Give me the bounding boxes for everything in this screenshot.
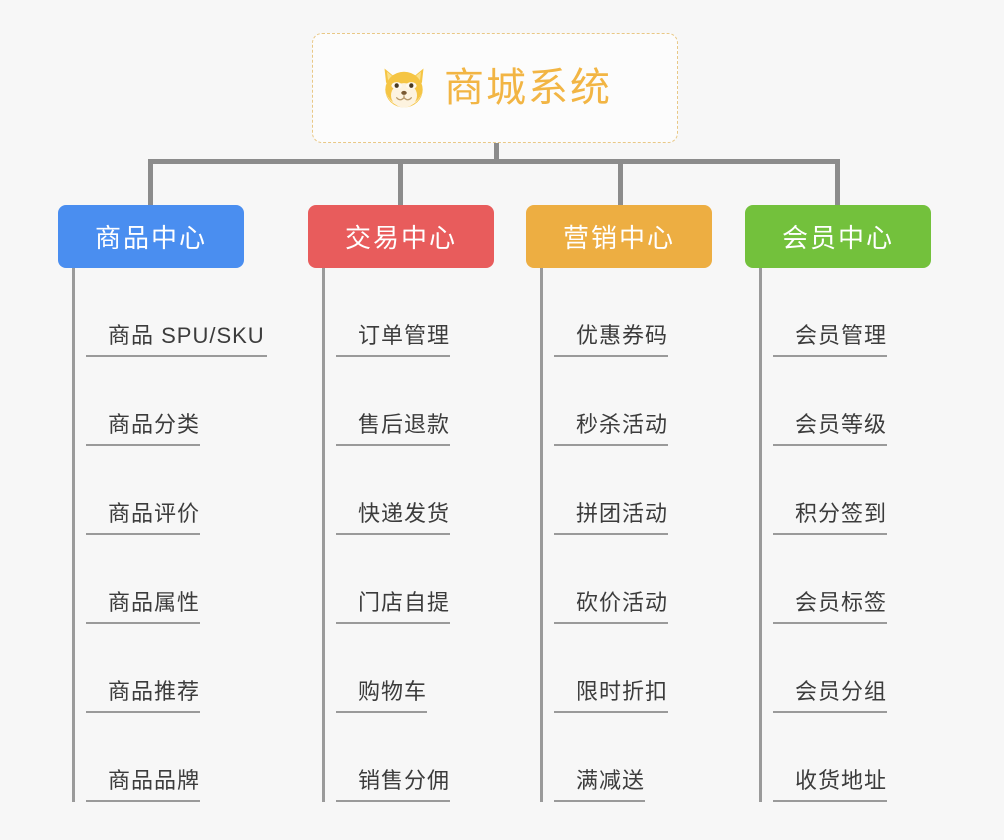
leaf-item[interactable]: 拼团活动	[540, 446, 712, 535]
leaf-item[interactable]: 限时折扣	[540, 624, 712, 713]
branch-header-trade-center[interactable]: 交易中心	[308, 205, 494, 268]
leaf-label: 拼团活动	[554, 501, 669, 535]
leaf-item[interactable]: 快递发货	[322, 446, 494, 535]
branch-header-member-center[interactable]: 会员中心	[745, 205, 931, 268]
connector-trunk	[494, 143, 499, 163]
leaf-label: 购物车	[336, 679, 428, 713]
leaf-item[interactable]: 商品属性	[72, 535, 244, 624]
leaf-label: 收货地址	[773, 768, 888, 802]
leaf-label: 砍价活动	[554, 590, 669, 624]
branch-header-label: 会员中心	[781, 223, 894, 253]
branch-product-center: 商品中心 商品 SPU/SKU 商品分类 商品评价 商品属性 商品推荐 商品品牌	[58, 205, 267, 802]
leaf-item[interactable]: 会员分组	[759, 624, 931, 713]
leaf-item[interactable]: 商品推荐	[72, 624, 244, 713]
leaf-item[interactable]: 砍价活动	[540, 535, 712, 624]
connector-spine-3	[540, 268, 543, 802]
leaf-label: 秒杀活动	[554, 412, 669, 446]
leaf-item[interactable]: 购物车	[322, 624, 494, 713]
leaf-item[interactable]: 积分签到	[759, 446, 931, 535]
root-node[interactable]: 商城系统	[312, 33, 678, 143]
branch-header-product-center[interactable]: 商品中心	[58, 205, 244, 268]
leaf-label: 门店自提	[336, 590, 451, 624]
connector-drop-1	[148, 159, 153, 208]
leaf-list-marketing-center: 优惠券码 秒杀活动 拼团活动 砍价活动 限时折扣 满减送	[540, 268, 712, 802]
leaf-item[interactable]: 会员等级	[759, 357, 931, 446]
leaf-label: 商品推荐	[86, 679, 201, 713]
leaf-list-member-center: 会员管理 会员等级 积分签到 会员标签 会员分组 收货地址	[759, 268, 931, 802]
connector-spine-2	[322, 268, 325, 802]
leaf-item[interactable]: 秒杀活动	[540, 357, 712, 446]
leaf-label: 会员标签	[773, 590, 888, 624]
branch-header-label: 商品中心	[94, 223, 207, 253]
connector-spine-1	[72, 268, 75, 802]
leaf-label: 商品属性	[86, 590, 201, 624]
leaf-label: 优惠券码	[554, 323, 669, 357]
branch-header-label: 营销中心	[562, 223, 675, 253]
leaf-label: 商品分类	[86, 412, 201, 446]
leaf-item[interactable]: 优惠券码	[540, 268, 712, 357]
leaf-label: 快递发货	[336, 501, 451, 535]
connector-drop-4	[835, 159, 840, 208]
leaf-label: 会员分组	[773, 679, 888, 713]
leaf-label: 积分签到	[773, 501, 888, 535]
leaf-label: 商品评价	[86, 501, 201, 535]
leaf-label: 会员管理	[773, 323, 888, 357]
connector-spine-4	[759, 268, 762, 802]
leaf-list-trade-center: 订单管理 售后退款 快递发货 门店自提 购物车 销售分佣	[322, 268, 494, 802]
leaf-label: 限时折扣	[554, 679, 669, 713]
leaf-item[interactable]: 满减送	[540, 713, 712, 802]
branch-trade-center: 交易中心 订单管理 售后退款 快递发货 门店自提 购物车 销售分佣	[308, 205, 494, 802]
connector-drop-2	[398, 159, 403, 208]
leaf-item[interactable]: 会员管理	[759, 268, 931, 357]
leaf-item[interactable]: 订单管理	[322, 268, 494, 357]
branch-member-center: 会员中心 会员管理 会员等级 积分签到 会员标签 会员分组 收货地址	[745, 205, 931, 802]
branch-header-marketing-center[interactable]: 营销中心	[526, 205, 712, 268]
leaf-label: 满减送	[554, 768, 646, 802]
leaf-item[interactable]: 商品评价	[72, 446, 244, 535]
leaf-item[interactable]: 商品分类	[72, 357, 244, 446]
leaf-item[interactable]: 售后退款	[322, 357, 494, 446]
connector-drop-3	[618, 159, 623, 208]
leaf-item[interactable]: 收货地址	[759, 713, 931, 802]
shiba-dog-face-icon	[384, 68, 424, 108]
leaf-item[interactable]: 销售分佣	[322, 713, 494, 802]
branch-marketing-center: 营销中心 优惠券码 秒杀活动 拼团活动 砍价活动 限时折扣 满减送	[526, 205, 712, 802]
leaf-item[interactable]: 门店自提	[322, 535, 494, 624]
leaf-label: 订单管理	[336, 323, 451, 357]
branch-header-label: 交易中心	[344, 223, 457, 253]
root-title: 商城系统	[444, 66, 612, 110]
leaf-item[interactable]: 会员标签	[759, 535, 931, 624]
leaf-item[interactable]: 商品品牌	[72, 713, 244, 802]
leaf-label: 会员等级	[773, 412, 888, 446]
connector-bus	[148, 159, 840, 164]
leaf-label: 商品品牌	[86, 768, 201, 802]
leaf-label: 商品 SPU/SKU	[86, 323, 267, 357]
leaf-item[interactable]: 商品 SPU/SKU	[72, 268, 267, 357]
leaf-label: 售后退款	[336, 412, 451, 446]
leaf-list-product-center: 商品 SPU/SKU 商品分类 商品评价 商品属性 商品推荐 商品品牌	[72, 268, 267, 802]
leaf-label: 销售分佣	[336, 768, 451, 802]
